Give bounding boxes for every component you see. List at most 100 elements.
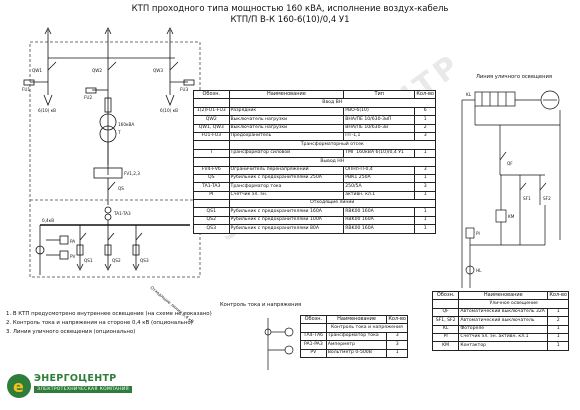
label-pa: PA [70, 239, 75, 244]
table-cell: KM [431, 341, 460, 351]
street-lighting-caption: Линия уличного освещения [476, 74, 552, 80]
column-header: Наименование [228, 89, 345, 100]
table-cell: 1 [386, 348, 408, 358]
table-cell: РВО-6(10) [343, 106, 416, 117]
metering-caption: Контроль тока и напряжения [220, 302, 302, 308]
table-cell: 1 [547, 324, 569, 334]
table-cell: PI [193, 190, 230, 201]
title-line-2: КТП/П В-К 160-6(10)/0,4 У1 [230, 15, 350, 25]
table-cell: PI [431, 332, 460, 343]
table-cell: QW1, QW3 [193, 123, 230, 133]
table-cell: ВНА/ПЕ 10/630-3и [343, 123, 416, 133]
table-section-row: Уличное освещение [431, 299, 569, 309]
label-kl: KL [466, 92, 472, 97]
table-header-row: Обозн. Наименование Кол-во [431, 290, 569, 301]
label-q3: QS3 [140, 258, 149, 263]
label-qw2: QW2 [92, 68, 102, 73]
table-cell: Выключатель нагрузки [228, 123, 345, 133]
table-cell: QS1 [193, 207, 230, 217]
street-lighting-table: Обозн. Наименование Кол-во Уличное освещ… [431, 290, 569, 351]
label-cable2: 6(10) кВ [160, 108, 178, 113]
table-cell: QS3 [193, 224, 230, 234]
table-cell [300, 323, 327, 333]
column-header: Обозн. [193, 89, 230, 100]
label-qf: QF [507, 161, 513, 166]
table-cell: Рубильник с предохранителями 160А [228, 207, 345, 217]
column-header: Наименование [458, 290, 549, 301]
transformer-primary [99, 113, 117, 131]
table-cell: Фотореле [458, 324, 549, 334]
table-cell: 1 [547, 332, 569, 343]
table-section-row: Ввод ВН [193, 98, 437, 108]
table-cell: RBK00 160А [343, 215, 416, 226]
column-header: Кол-во [547, 290, 569, 301]
table-cell: 6 [414, 106, 436, 117]
table-cell [193, 140, 230, 150]
title-line-1: КТП проходного типа мощностью 160 кВА, и… [131, 4, 449, 14]
street-lighting-diagram [461, 90, 561, 288]
table-cell: активн. кл.1 [343, 190, 416, 201]
metering-table: Обозн. Наименование Кол-во Контроль тока… [300, 314, 409, 358]
table-cell: Счетчик эл. эн. активн. кл.1 [458, 332, 549, 343]
label-km: KM [508, 214, 515, 219]
table-cell: 250/5А [343, 182, 416, 192]
table-cell: Ограничитель перенапряжений [228, 165, 345, 175]
table-cell: RBK00 160А [343, 207, 416, 217]
table-cell: ТМГ 160кВА 6(10)/0,4 У1 [343, 148, 416, 159]
section-title: Отходящие линии [228, 199, 437, 209]
label-ta: TA1-TA3 [113, 211, 131, 216]
label-qs-main: QS [118, 186, 124, 191]
table-cell: Амперметр [325, 340, 388, 350]
column-header: Кол-во [386, 314, 408, 325]
table-cell: 1 [414, 207, 436, 217]
table-cell: KL [431, 324, 460, 334]
table-cell [193, 157, 230, 167]
table-cell: 1 [547, 307, 569, 318]
company-logo: e ЭНЕРГОЦЕНТР ЭЛЕКТРОТЕХНИЧЕСКАЯ КОМПАНИ… [6, 370, 156, 402]
table-cell: 1(2)FU1-FU3 [193, 106, 230, 117]
note-item: 1. В КТП предусмотрено внутреннее освеще… [6, 311, 212, 317]
table-cell: Предохранитель [228, 131, 345, 142]
label-q2: QS2 [112, 258, 121, 263]
table-cell: РВК1 250А [343, 173, 416, 184]
column-header: Наименование [325, 314, 388, 325]
table-cell: Автоматический выключатель 32А [458, 307, 549, 318]
label-fv: FV1,2,3 [124, 171, 140, 176]
qs-main-switch [107, 181, 116, 191]
table-cell: 1 [414, 215, 436, 226]
table-cell: ТА4-ТА6 [300, 331, 327, 342]
table-cell: PV [300, 348, 327, 358]
table-cell: Счетчик эл. эн. [228, 190, 345, 201]
table-header-row: Обозн. Наименование Кол-во [300, 314, 408, 325]
page-title: КТП проходного типа мощностью 160 кВА, и… [120, 4, 460, 26]
table-section-row: Вывод НН [193, 157, 437, 167]
table-cell: ОПНп-П-0,4 [343, 165, 416, 175]
table-section-row: Отходящие линии [193, 199, 437, 209]
table-cell: QW2 [193, 115, 230, 125]
table-section-row: Трансформаторный отсек [193, 140, 437, 150]
table-cell [193, 199, 230, 209]
table-cell [431, 299, 460, 309]
table-cell: 2 [547, 316, 569, 326]
label-fu3: FU3 [180, 87, 188, 92]
table-cell: TA1-TA3 [193, 182, 230, 192]
table-cell: 1 [547, 341, 569, 351]
qw3-switch [169, 61, 179, 71]
label-cable1: 6(10) кВ [38, 108, 56, 113]
table-cell: QF [431, 307, 460, 318]
logo-tagline: ЭЛЕКТРОТЕХНИЧЕСКАЯ КОМПАНИЯ [34, 386, 132, 393]
table-cell: 3 [414, 165, 436, 175]
logo-name: ЭНЕРГОЦЕНТР [34, 373, 117, 384]
